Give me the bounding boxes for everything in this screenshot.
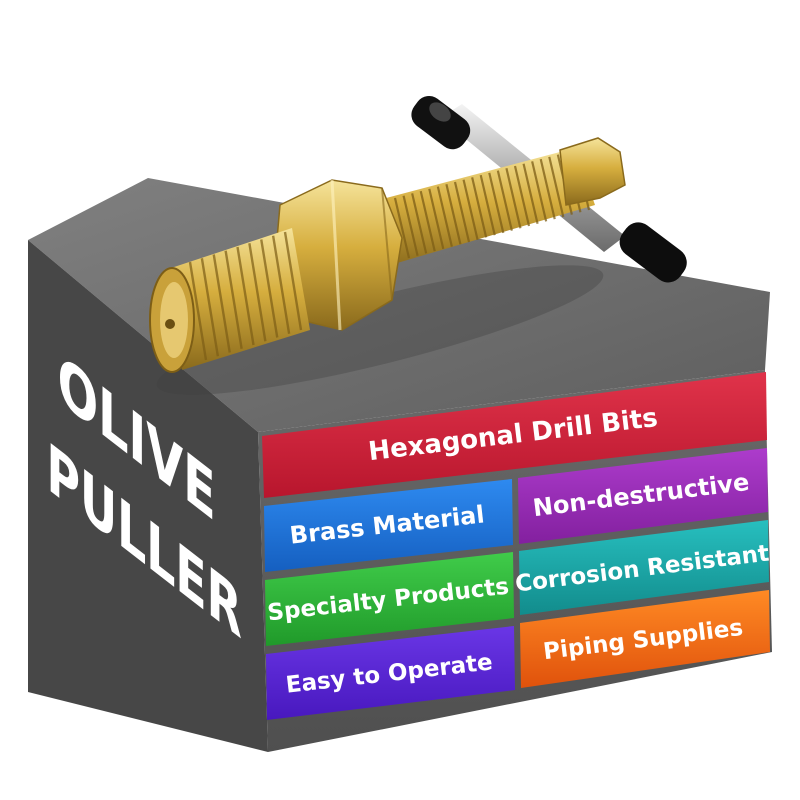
end-hex-nut bbox=[559, 137, 626, 206]
feature-header-bar bbox=[262, 372, 767, 498]
feature-nondestructive-bar bbox=[518, 448, 768, 544]
threaded-fitting bbox=[149, 228, 310, 373]
box-side-face bbox=[28, 240, 268, 752]
feature-panel: Hexagonal Drill Bits Brass Material Non-… bbox=[262, 372, 770, 720]
feature-specialty-bar bbox=[265, 552, 514, 646]
feature-easy-bar bbox=[266, 626, 515, 720]
box-top-face bbox=[28, 178, 770, 432]
feature-brass-bar bbox=[264, 479, 513, 572]
feature-piping-bar bbox=[520, 590, 770, 688]
olive-puller-tool bbox=[149, 95, 687, 395]
feature-corrosion-bar bbox=[519, 520, 769, 615]
